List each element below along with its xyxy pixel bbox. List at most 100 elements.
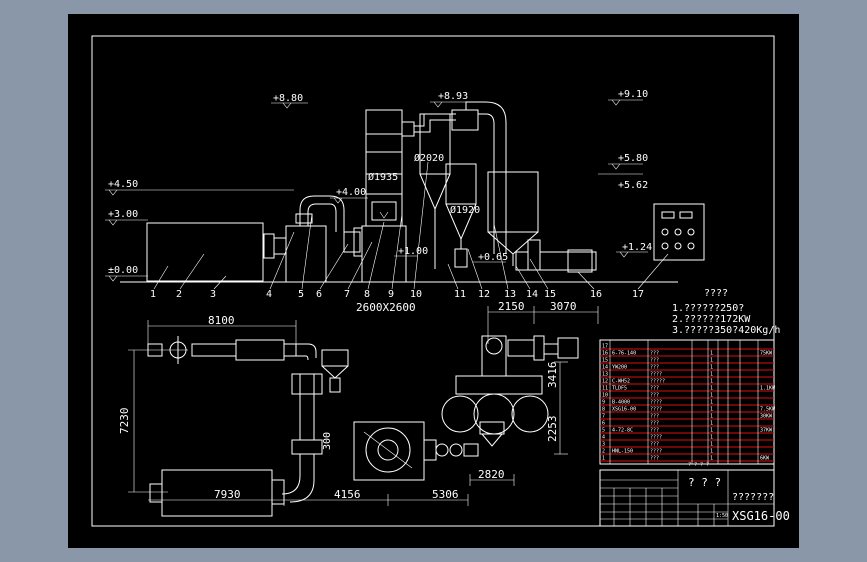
table-cell-name: ???: [650, 456, 659, 462]
table-cell-no: 1: [602, 456, 605, 462]
burner-flange: [263, 233, 275, 259]
dim-300: 300: [322, 432, 333, 450]
notes-title: ????: [704, 288, 728, 299]
dim-7230: 7230: [118, 408, 131, 435]
part-leaders: [153, 161, 669, 290]
table-cell-name: ????: [650, 400, 662, 406]
elev-400: +4.00: [336, 187, 366, 198]
elev-065: +0.65: [478, 252, 508, 263]
return-duct: [465, 101, 507, 254]
dim-3416: 3416: [546, 362, 559, 389]
notes-line-1: 1.??????250?: [672, 303, 744, 314]
table-cell-qty: 1: [710, 358, 713, 364]
table-cell-code: 4-72-8C: [612, 428, 633, 434]
notes-line-2: 2.??????172KW: [672, 314, 751, 325]
elev-910: +9.10: [618, 89, 648, 100]
table-cell-name: ???: [650, 442, 659, 448]
table-cell-code: TLDF5: [612, 386, 627, 392]
part-12: 12: [478, 289, 490, 300]
part-3: 3: [210, 289, 216, 300]
table-cell-no: 11: [602, 386, 608, 392]
table-cell-no: 6: [602, 421, 605, 427]
table-cell-no: 4: [602, 435, 605, 441]
furnace-body: [146, 222, 264, 282]
plan-hopper: [321, 349, 349, 367]
part-13: 13: [504, 289, 516, 300]
cad-drawing: +8.80 +8.93 +9.10 +5.80 +5.62 +4.50 +4.0…: [91, 35, 790, 527]
notes-line-3: 3.?????350?420Kg/h: [672, 325, 780, 336]
plan-furnace-head: [235, 339, 285, 361]
cyclone-2-body: [445, 163, 477, 205]
part-16: 16: [590, 289, 602, 300]
notes: ???? 1.??????250? 2.??????172KW 3.?????3…: [672, 288, 780, 336]
table-cell-name: ???: [650, 365, 659, 371]
part-4: 4: [266, 289, 272, 300]
part-10: 10: [410, 289, 422, 300]
table-cell-no: 17: [602, 344, 608, 350]
dim-3070: 3070: [550, 300, 577, 313]
dim-2253: 2253: [546, 416, 559, 443]
table-cell-code: C-WH52: [612, 379, 630, 385]
table-cell-no: 7: [602, 414, 605, 420]
elevation-markers: +8.80 +8.93 +9.10 +5.80 +5.62 +4.50 +4.0…: [105, 89, 652, 282]
elev-893: +8.93: [438, 91, 468, 102]
elev-000: ±0.00: [108, 265, 138, 276]
part-1: 1: [150, 289, 156, 300]
dim-8100: 8100: [208, 314, 235, 327]
table-cell-qty: 1: [710, 421, 713, 427]
inner-frame: [91, 35, 775, 527]
bag-filter: [487, 171, 539, 233]
title-block: ? ? ? ??????? 1:50 XSG16-00: [599, 469, 790, 527]
table-cell-qty: 1: [710, 393, 713, 399]
table-cell-no: 16: [602, 351, 608, 357]
table-cell-qty: 1: [710, 379, 713, 385]
part-14: 14: [526, 289, 538, 300]
table-cell-qty: 1: [710, 365, 713, 371]
part-number-labels: 1 2 3 4 5 6 7 8 9 10 11 12 13 14 15 16 1…: [150, 289, 644, 300]
table-cell-qty: 1: [710, 386, 713, 392]
table-cell-no: 9: [602, 400, 605, 406]
dim-4156: 4156: [334, 488, 361, 501]
dim-dia-2020: Ø2020: [414, 152, 444, 164]
plan-bag-filter: [481, 335, 507, 377]
cyclone-1-body: [419, 113, 451, 175]
table-cell-no: 15: [602, 358, 608, 364]
table-cell-name: ???: [650, 393, 659, 399]
elev-100: +1.00: [398, 246, 428, 257]
table-cell-name: ???: [650, 421, 659, 427]
table-cell-code: B-4000: [612, 400, 630, 406]
title-block-title: ? ? ?: [688, 476, 721, 489]
plan-view: 2600X2600 2150 3070 8100 7230: [118, 300, 599, 517]
table-cell-name: ???: [650, 351, 659, 357]
hot-air-duct: [299, 195, 345, 232]
dim-dia-1920: Ø1920: [450, 204, 480, 216]
table-cell-no: 3: [602, 442, 605, 448]
dim-7930: 7930: [214, 488, 241, 501]
part-2: 2: [176, 289, 182, 300]
part-6: 6: [316, 289, 322, 300]
table-cell-no: 5: [602, 428, 605, 434]
dim-5306: 5306: [432, 488, 459, 501]
part-15: 15: [544, 289, 556, 300]
drawing-sheet: +8.80 +8.93 +9.10 +5.80 +5.62 +4.50 +4.0…: [68, 14, 799, 548]
table-cell-code: HNL-150: [612, 449, 633, 455]
part-17: 17: [632, 289, 644, 300]
table-cell-no: 14: [602, 365, 608, 371]
table-cell-no: 10: [602, 393, 608, 399]
table-cell-no: 12: [602, 379, 608, 385]
table-cell-name: ????: [650, 372, 662, 378]
table-cell-qty: 1: [710, 351, 713, 357]
table-cell-name: ?????: [650, 379, 665, 385]
table-cell-note: 37KW: [760, 428, 773, 434]
table-cell-note: 6KW: [760, 456, 770, 462]
table-cell-qty: 1: [710, 372, 713, 378]
table-footer: ? ? ? ?: [688, 462, 709, 468]
table-cell-qty: 1: [710, 400, 713, 406]
table-cell-no: 8: [602, 407, 605, 413]
table-cell-qty: 1: [710, 442, 713, 448]
elev-880: +8.80: [273, 93, 303, 104]
elev-562: +5.62: [618, 180, 648, 191]
table-cell-note: 7.5KW: [760, 407, 776, 413]
